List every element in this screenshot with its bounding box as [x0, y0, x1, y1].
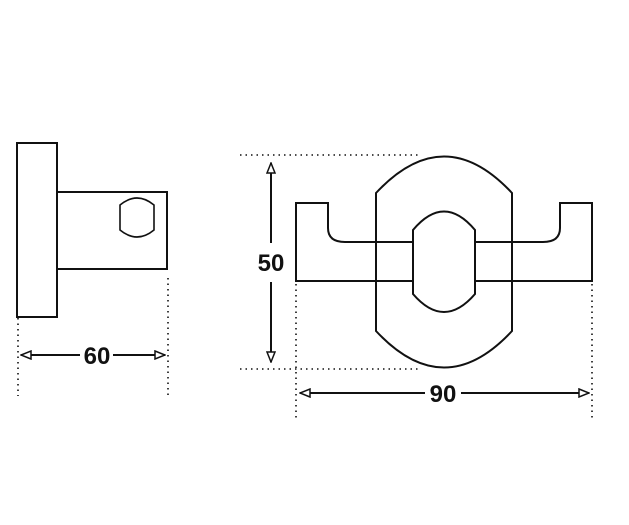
front-view-inner-boss [412, 210, 476, 313]
front-view-double-hook [295, 202, 593, 282]
side-view-wall-plate [16, 142, 58, 318]
side-view-hole [119, 197, 155, 238]
extension-lines [17, 154, 593, 418]
dimension-label-height: 50 [258, 250, 285, 277]
dimension-label-width: 90 [430, 381, 457, 408]
dimension-label-depth: 60 [84, 343, 111, 370]
front-view-outer-plate [375, 155, 513, 369]
side-view-hook-arm [56, 191, 168, 270]
